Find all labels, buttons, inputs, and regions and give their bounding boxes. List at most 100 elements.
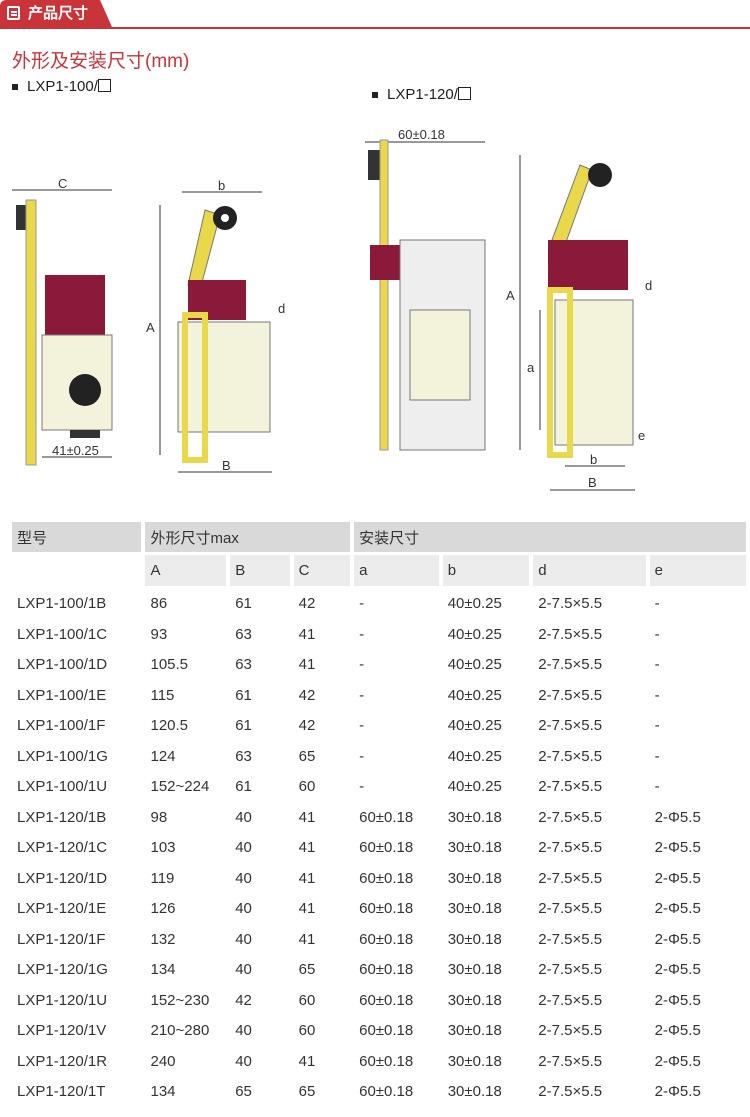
drawing-120-front: A a d e b B — [506, 155, 652, 491]
table-cell: 42 — [298, 686, 316, 704]
model-cell: LXP1-100/1C — [17, 625, 108, 643]
section-header: 产品尺寸 — [0, 0, 750, 29]
table-cell: 134 — [150, 961, 176, 979]
table-cell: - — [654, 717, 660, 735]
table-cell: 40 — [235, 961, 252, 979]
table-cell: 60±0.18 — [359, 1083, 414, 1101]
table-cell: 126 — [150, 900, 176, 918]
model-cell: LXP1-120/1R — [17, 1052, 108, 1070]
table-cell: 2-Φ5.5 — [654, 1052, 701, 1070]
table-cell: 119 — [150, 869, 175, 887]
table-cell: 60±0.18 — [359, 839, 414, 857]
model-name: LXP1-100/ — [27, 78, 98, 95]
table-cell: 2-7.5×5.5 — [538, 625, 603, 643]
table-cell: 2-Φ5.5 — [654, 869, 701, 887]
table-cell: 40±0.25 — [447, 747, 502, 765]
table-cell: 60±0.18 — [359, 1022, 414, 1040]
table-cell: 30±0.18 — [447, 900, 502, 918]
model-cell: LXP1-120/1B — [17, 808, 107, 826]
table-cell: 105.5 — [150, 656, 189, 674]
dim-a-label: a — [527, 360, 535, 375]
table-cell: 2-Φ5.5 — [654, 930, 701, 948]
column-header-d: d — [533, 555, 646, 589]
table-cell: 63 — [235, 747, 252, 765]
table-cell: 42 — [235, 991, 252, 1009]
model-cell: LXP1-120/1T — [17, 1083, 106, 1101]
table-cell: 2-7.5×5.5 — [538, 778, 603, 796]
table-cell: 2-Φ5.5 — [654, 900, 701, 918]
table-cell: 40±0.25 — [447, 778, 502, 796]
table-cell: 120.5 — [150, 717, 189, 735]
table-cell: 41 — [298, 839, 316, 857]
table-cell: 61 — [235, 717, 252, 735]
section-tab: 产品尺寸 — [0, 0, 112, 27]
model-cell: LXP1-100/1B — [17, 595, 107, 613]
table-cell: 240 — [150, 1052, 176, 1070]
model-cell: LXP1-120/1G — [17, 961, 108, 979]
column-header-b: b — [442, 555, 530, 589]
dimension-drawings: C 41±0.25 b A d B 60±0.18 A a d e b B — [12, 127, 652, 491]
table-cell: 65 — [235, 1083, 252, 1101]
table-cell: 2-7.5×5.5 — [538, 900, 603, 918]
column-header-B: B — [230, 555, 290, 589]
dim-60-label: 60±0.18 — [398, 127, 445, 142]
table-cell: 115 — [150, 686, 175, 704]
table-cell: 132 — [150, 930, 176, 948]
table-cell: - — [359, 747, 365, 765]
model-cell: LXP1-120/1E — [17, 900, 107, 918]
table-cell: 2-7.5×5.5 — [538, 961, 603, 979]
table-cell: - — [359, 686, 365, 704]
table-cell: 30±0.18 — [447, 1022, 502, 1040]
table-cell: 2-7.5×5.5 — [538, 747, 603, 765]
table-cell: 40±0.25 — [447, 717, 502, 735]
table-cell: 103 — [150, 839, 176, 857]
table-cell: - — [654, 747, 660, 765]
table-cell: 2-7.5×5.5 — [538, 717, 603, 735]
table-cell: 40 — [235, 1022, 252, 1040]
table-cell: 63 — [235, 625, 252, 643]
table-cell: 41 — [298, 1052, 316, 1070]
dim-A-label: A — [146, 320, 155, 335]
table-cell: 2-7.5×5.5 — [538, 1022, 603, 1040]
table-cell: 30±0.18 — [447, 808, 502, 826]
table-cell: 30±0.18 — [447, 869, 502, 887]
table-cell: 65 — [298, 747, 316, 765]
model-cell: LXP1-100/1G — [17, 747, 108, 765]
table-cell: 40 — [235, 808, 252, 826]
column-header-A: A — [145, 555, 227, 589]
table-cell: 41 — [298, 869, 316, 887]
table-cell: 41 — [298, 808, 316, 826]
table-cell: 30±0.18 — [447, 1083, 502, 1101]
table-cell: 65 — [298, 961, 316, 979]
table-cell: 60±0.18 — [359, 961, 414, 979]
header-outline-dims: 外形尺寸max — [145, 522, 351, 555]
table-cell: 60 — [298, 778, 316, 796]
model-label-100: LXP1-100/ — [12, 78, 111, 95]
model-cell: LXP1-100/1F — [17, 717, 106, 735]
table-cell: 98 — [150, 808, 168, 826]
table-cell: 210~280 — [150, 1022, 210, 1040]
table-cell: 60±0.18 — [359, 1052, 414, 1070]
table-cell: 60 — [298, 991, 316, 1009]
table-cell: - — [654, 656, 660, 674]
table-cell: 60 — [298, 1022, 316, 1040]
model-cell: LXP1-120/1U — [17, 991, 108, 1009]
table-cell: 152~224 — [150, 778, 210, 796]
model-cell: LXP1-100/1U — [17, 778, 108, 796]
table-cell: - — [359, 717, 365, 735]
table-cell: 40±0.25 — [447, 625, 502, 643]
column-header-e: e — [649, 555, 746, 589]
dim-d-label: d — [278, 301, 285, 316]
table-cell: - — [654, 625, 660, 643]
table-cell: 40 — [235, 869, 252, 887]
table-cell: 63 — [235, 656, 252, 674]
